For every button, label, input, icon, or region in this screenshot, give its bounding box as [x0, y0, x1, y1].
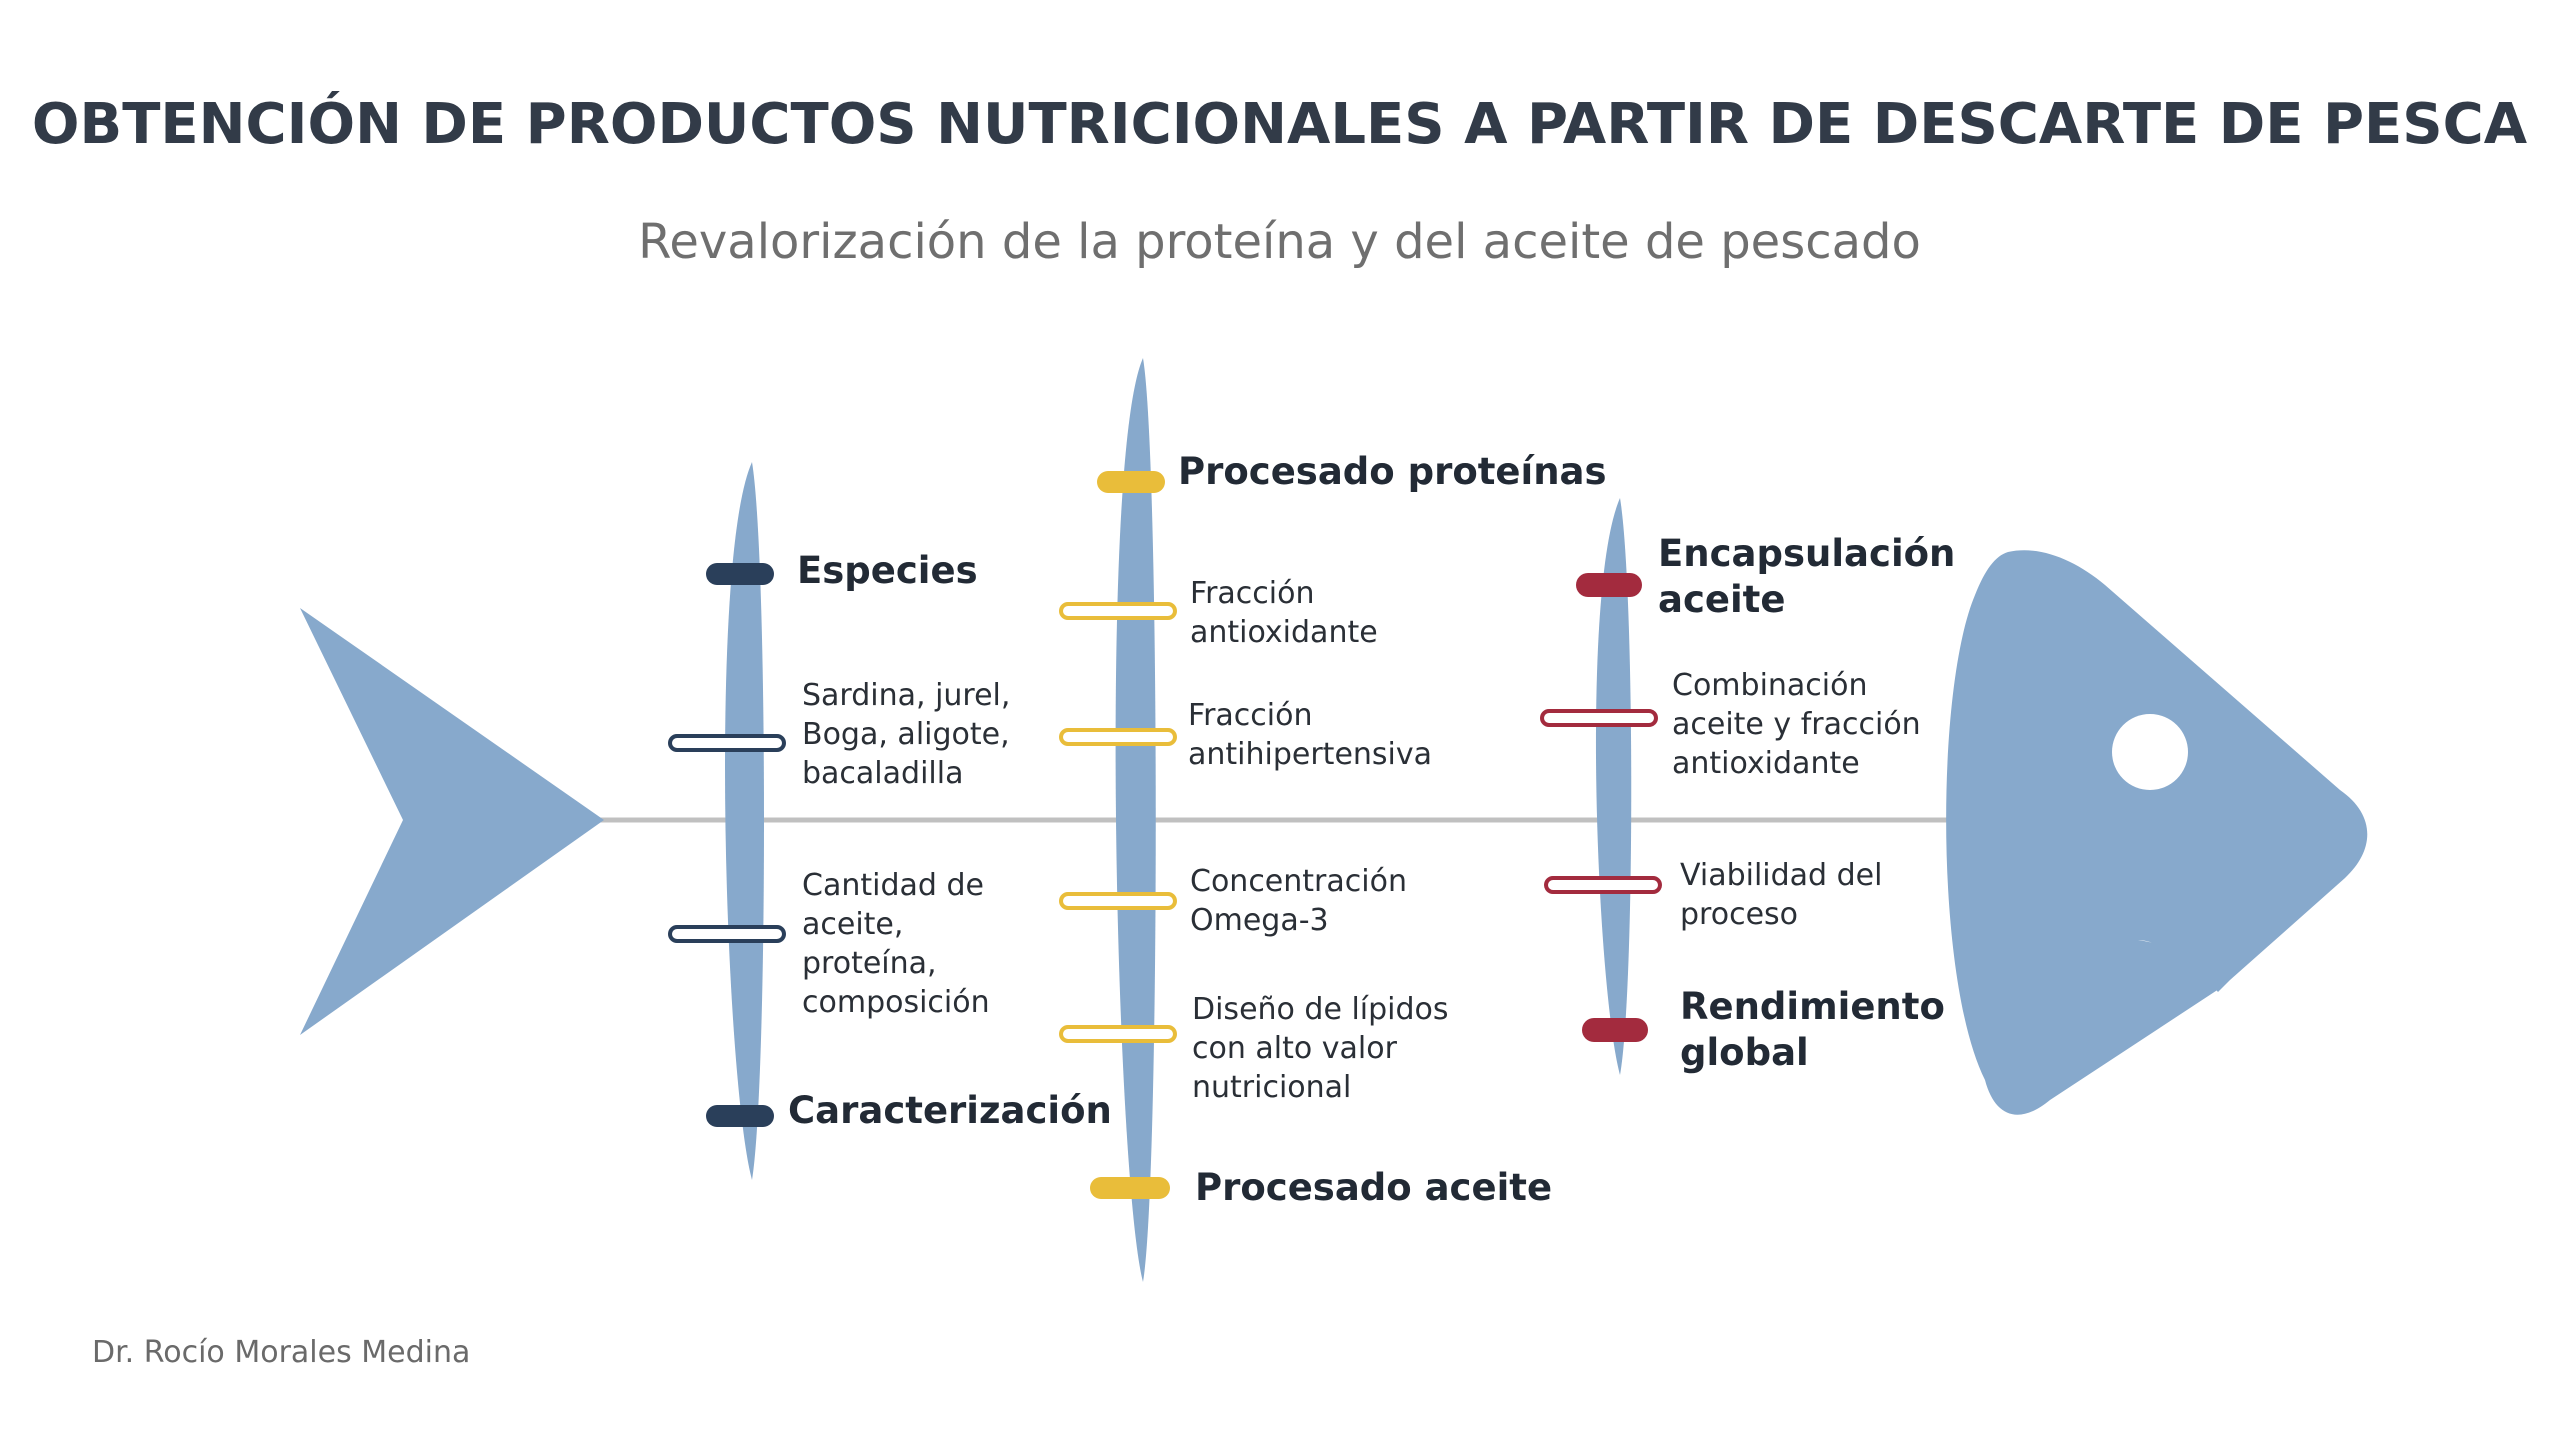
heading-rendimiento: Rendimiento global — [1680, 985, 1945, 1074]
marker-rendimiento — [1582, 1018, 1648, 1042]
heading-procesado-aceite: Procesado aceite — [1195, 1166, 1553, 1209]
author-credit: Dr. Rocío Morales Medina — [92, 1335, 471, 1370]
fish-head — [1946, 550, 2368, 1115]
page-title: OBTENCIÓN DE PRODUCTOS NUTRICIONALES A P… — [31, 92, 2528, 157]
item-cantidad: Cantidad de aceite, proteína, composició… — [802, 868, 990, 1020]
item-omega3: Concentración Omega-3 — [1190, 864, 1407, 938]
heading-especies: Especies — [797, 549, 978, 592]
rib-bone-procesado — [1115, 358, 1156, 1282]
marker-item-lipidos — [1059, 1025, 1177, 1043]
item-especies-list: Sardina, jurel, Boga, aligote, bacaladil… — [802, 678, 1011, 791]
heading-procesado-proteinas: Procesado proteínas — [1178, 450, 1607, 493]
item-combinacion: Combinación aceite y fracción antioxidan… — [1672, 668, 1921, 781]
rib-bone-encapsulacion — [1595, 498, 1632, 1075]
fish-tail — [300, 608, 604, 1035]
item-viabilidad: Viabilidad del proceso — [1680, 858, 1883, 932]
marker-encapsulacion — [1576, 573, 1642, 597]
marker-item-1 — [668, 734, 786, 752]
rib-bone-caracterizacion — [725, 462, 764, 1180]
heading-caracterizacion: Caracterización — [788, 1089, 1112, 1132]
marker-especies — [706, 563, 774, 585]
marker-item-antihipertensiva — [1059, 728, 1177, 746]
marker-item-omega3 — [1059, 892, 1177, 910]
page-subtitle: Revalorización de la proteína y del acei… — [638, 214, 1921, 270]
marker-procesado-proteinas — [1097, 471, 1165, 493]
marker-procesado-aceite — [1090, 1177, 1170, 1199]
item-fraccion-antihipertensiva: Fracción antihipertensiva — [1188, 698, 1433, 772]
marker-item-combinacion — [1540, 709, 1658, 727]
marker-item-2 — [668, 925, 786, 943]
item-diseno-lipidos: Diseño de lípidos con alto valor nutrici… — [1192, 992, 1449, 1105]
heading-encapsulacion: Encapsulación aceite — [1658, 532, 1956, 621]
marker-item-antioxidante — [1059, 602, 1177, 620]
item-fraccion-antioxidante: Fracción antioxidante — [1190, 576, 1378, 650]
marker-caracterizacion — [706, 1105, 774, 1127]
fish-eye — [2112, 714, 2188, 790]
marker-item-viabilidad — [1544, 876, 1662, 894]
